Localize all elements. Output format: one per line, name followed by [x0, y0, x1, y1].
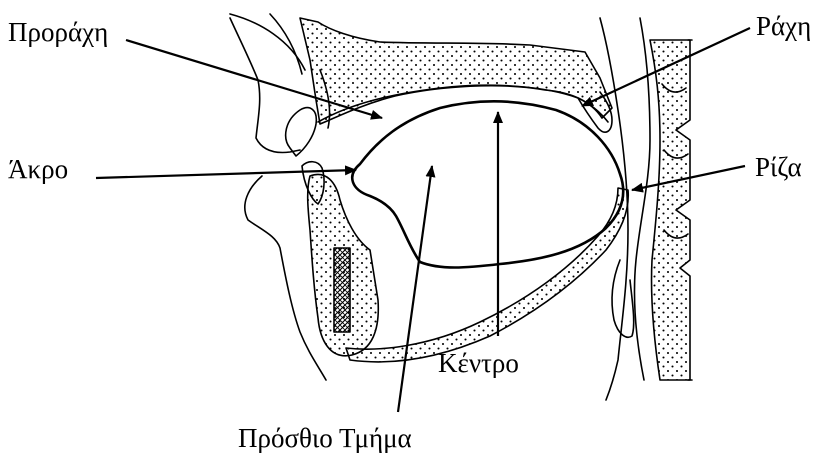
pharynx-back [634, 18, 650, 380]
floor-dotted [346, 188, 628, 362]
tooth-root-hatched [334, 248, 350, 332]
tongue-outline [352, 101, 623, 267]
label-akro: Άκρο [8, 156, 68, 183]
label-proracheh: Προράχη [8, 19, 108, 46]
label-riza: Ρίζα [755, 154, 802, 181]
label-kentro: Κέντρο [438, 350, 519, 377]
arrow-prosthio [398, 166, 432, 412]
label-prosthio: Πρόσθιο Τμήμα [238, 425, 412, 452]
label-rachi: Ράχη [756, 13, 811, 40]
epiglottis [612, 260, 634, 337]
anatomy-outline [230, 14, 692, 400]
upper-teeth [286, 108, 317, 156]
upper-lip [230, 18, 300, 152]
